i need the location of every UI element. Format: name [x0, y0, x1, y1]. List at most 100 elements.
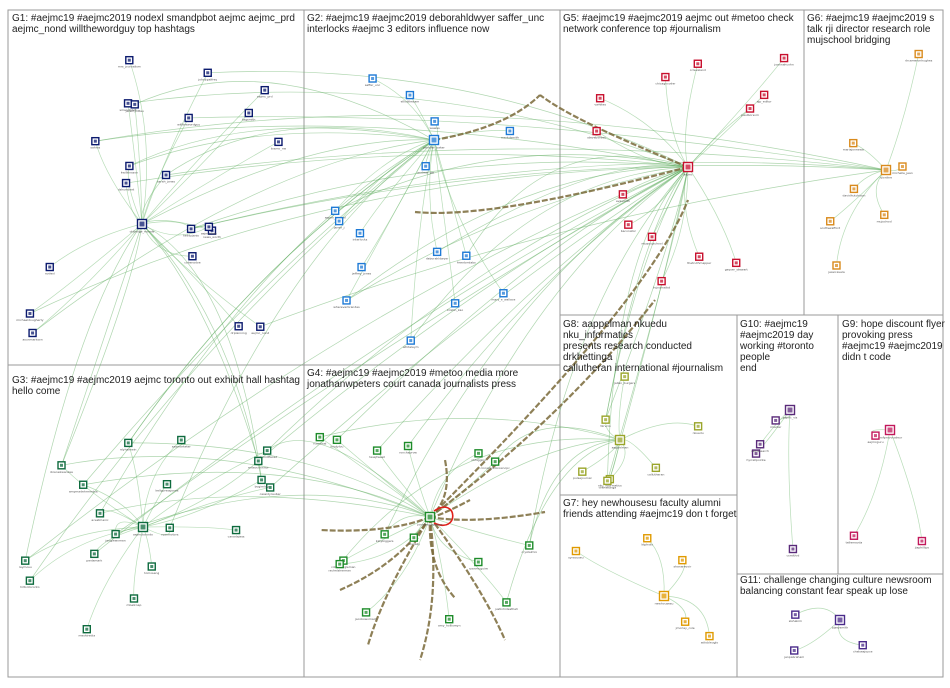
node-avatar-icon — [664, 76, 667, 79]
node-label: drcameronhughes — [905, 59, 933, 63]
node-label: kristin_kao — [447, 308, 463, 312]
node-avatar-icon — [599, 97, 602, 100]
edge-cross-g3-g2 — [170, 140, 434, 528]
node-label: justinhidestheh — [494, 607, 518, 611]
node-avatar-icon — [48, 266, 51, 269]
edge-g5 — [685, 64, 697, 167]
node-avatar-icon — [338, 220, 341, 223]
node-avatar-icon — [259, 325, 262, 328]
node-label: mrs_journalism — [118, 65, 141, 69]
node-avatar-icon — [424, 165, 427, 168]
node-label: acestmanic — [91, 518, 109, 522]
node-avatar-icon — [606, 479, 609, 482]
node-avatar-icon — [334, 209, 337, 212]
node-avatar-icon — [686, 165, 691, 170]
edge-g4 — [430, 517, 529, 545]
node-label: newhousesu — [655, 602, 674, 606]
node-label: profprovocateur — [878, 436, 903, 440]
edge-g2 — [434, 140, 466, 256]
node-avatar-icon — [883, 213, 886, 216]
edge-g3 — [143, 527, 236, 530]
node-label: cohensdoe — [184, 261, 200, 265]
node-avatar-icon — [165, 173, 168, 176]
node-avatar-icon — [448, 618, 451, 621]
edge-g2 — [434, 140, 503, 293]
node-label: mbelknap — [127, 603, 142, 607]
edge-g1 — [33, 224, 142, 333]
node-label: jennifer_baker — [422, 146, 445, 150]
node-avatar-icon — [793, 649, 796, 652]
node-avatar-icon — [191, 255, 194, 258]
edge-heavy-g4 — [430, 512, 545, 520]
edge-cross-g4-g5 — [377, 167, 688, 451]
node-label: ejp_editor — [757, 99, 773, 103]
node-avatar-icon — [128, 59, 131, 62]
group-label-g8: G8: aappelman nkuedu nku_informatics pre… — [563, 319, 738, 374]
node-avatar-icon — [206, 71, 209, 74]
node-label: crystalmix — [521, 550, 537, 554]
edge-cross-g3-g4 — [62, 456, 430, 517]
node-label: markdsmith — [501, 135, 519, 139]
node-label: nodexl — [45, 272, 55, 276]
group-label-g4: G4: #aejmc19 #aejmc2019 #metoo media mor… — [307, 368, 557, 390]
node-avatar-icon — [125, 182, 128, 185]
group-label-g9: G9: hope discount flyer provoking press … — [842, 319, 946, 363]
node-avatar-icon — [269, 486, 272, 489]
node-avatar-icon — [128, 164, 131, 167]
node-avatar-icon — [696, 62, 699, 65]
node-label: ktphoto — [641, 543, 653, 547]
node-avatar-icon — [838, 618, 843, 623]
group-label-g7: G7: hey newhousesu faculty alumni friend… — [563, 498, 738, 520]
node-avatar-icon — [650, 235, 653, 238]
node-label: tomoseng — [144, 571, 159, 575]
node-avatar-icon — [901, 165, 904, 168]
node-label: geyser_stewart — [725, 267, 749, 271]
node-label: jessicavela — [827, 270, 845, 274]
node-avatar-icon — [432, 138, 437, 143]
node-avatar-icon — [345, 299, 348, 302]
node-label: joannahcohn — [773, 63, 793, 67]
node-label: michelle_jean — [892, 171, 913, 175]
node-avatar-icon — [277, 140, 280, 143]
node-label: vwhites — [594, 103, 606, 107]
node-avatar-icon — [60, 464, 63, 467]
node-avatar-icon — [428, 515, 433, 520]
node-label: steveborden — [587, 136, 606, 140]
node-label: andrew_gw — [417, 171, 435, 175]
node-label: rjionline — [880, 176, 892, 180]
node-label: ohhiggins — [471, 458, 486, 462]
edge-g2 — [434, 140, 455, 303]
edge-heavy-g4 — [368, 517, 430, 645]
node-avatar-icon — [133, 103, 136, 106]
node-avatar-icon — [127, 441, 130, 444]
edge-heavy-g4 — [320, 517, 430, 531]
node-label: hiltontoronto — [20, 585, 40, 589]
node-label: drplanning — [231, 331, 247, 335]
node-label: freedomlabs — [457, 260, 476, 264]
node-avatar-icon — [884, 168, 889, 173]
node-label: katybiggers — [376, 539, 394, 543]
node-avatar-icon — [407, 444, 410, 447]
node-label: slshakim — [789, 619, 802, 623]
edge-cross-g2-g5 — [347, 167, 688, 300]
node-label: nkuedu — [693, 431, 704, 435]
node-avatar-icon — [697, 425, 700, 428]
node-avatar-icon — [508, 129, 511, 132]
node-label: sahms — [90, 146, 100, 150]
node-avatar-icon — [623, 375, 626, 378]
node-label: rmarter — [770, 425, 782, 429]
node-label: michaeldougherty — [16, 318, 44, 322]
node-avatar-icon — [140, 222, 145, 227]
node-avatar-icon — [662, 594, 667, 599]
node-label: ronchaprow — [399, 450, 417, 454]
edge-cross-g4-g8 — [320, 418, 620, 440]
node-label: pulsejournal — [573, 476, 592, 480]
node-label: mdaoconnnor — [248, 465, 270, 469]
edge-g2 — [335, 140, 434, 211]
node-avatar-icon — [408, 94, 411, 97]
node-label: oldbeige_monde — [130, 230, 155, 234]
node-label: amy_hollisreyn — [438, 624, 461, 628]
node-label: tellemsoda — [846, 540, 863, 544]
node-avatar-icon — [28, 312, 31, 315]
edge-g10 — [789, 410, 793, 549]
